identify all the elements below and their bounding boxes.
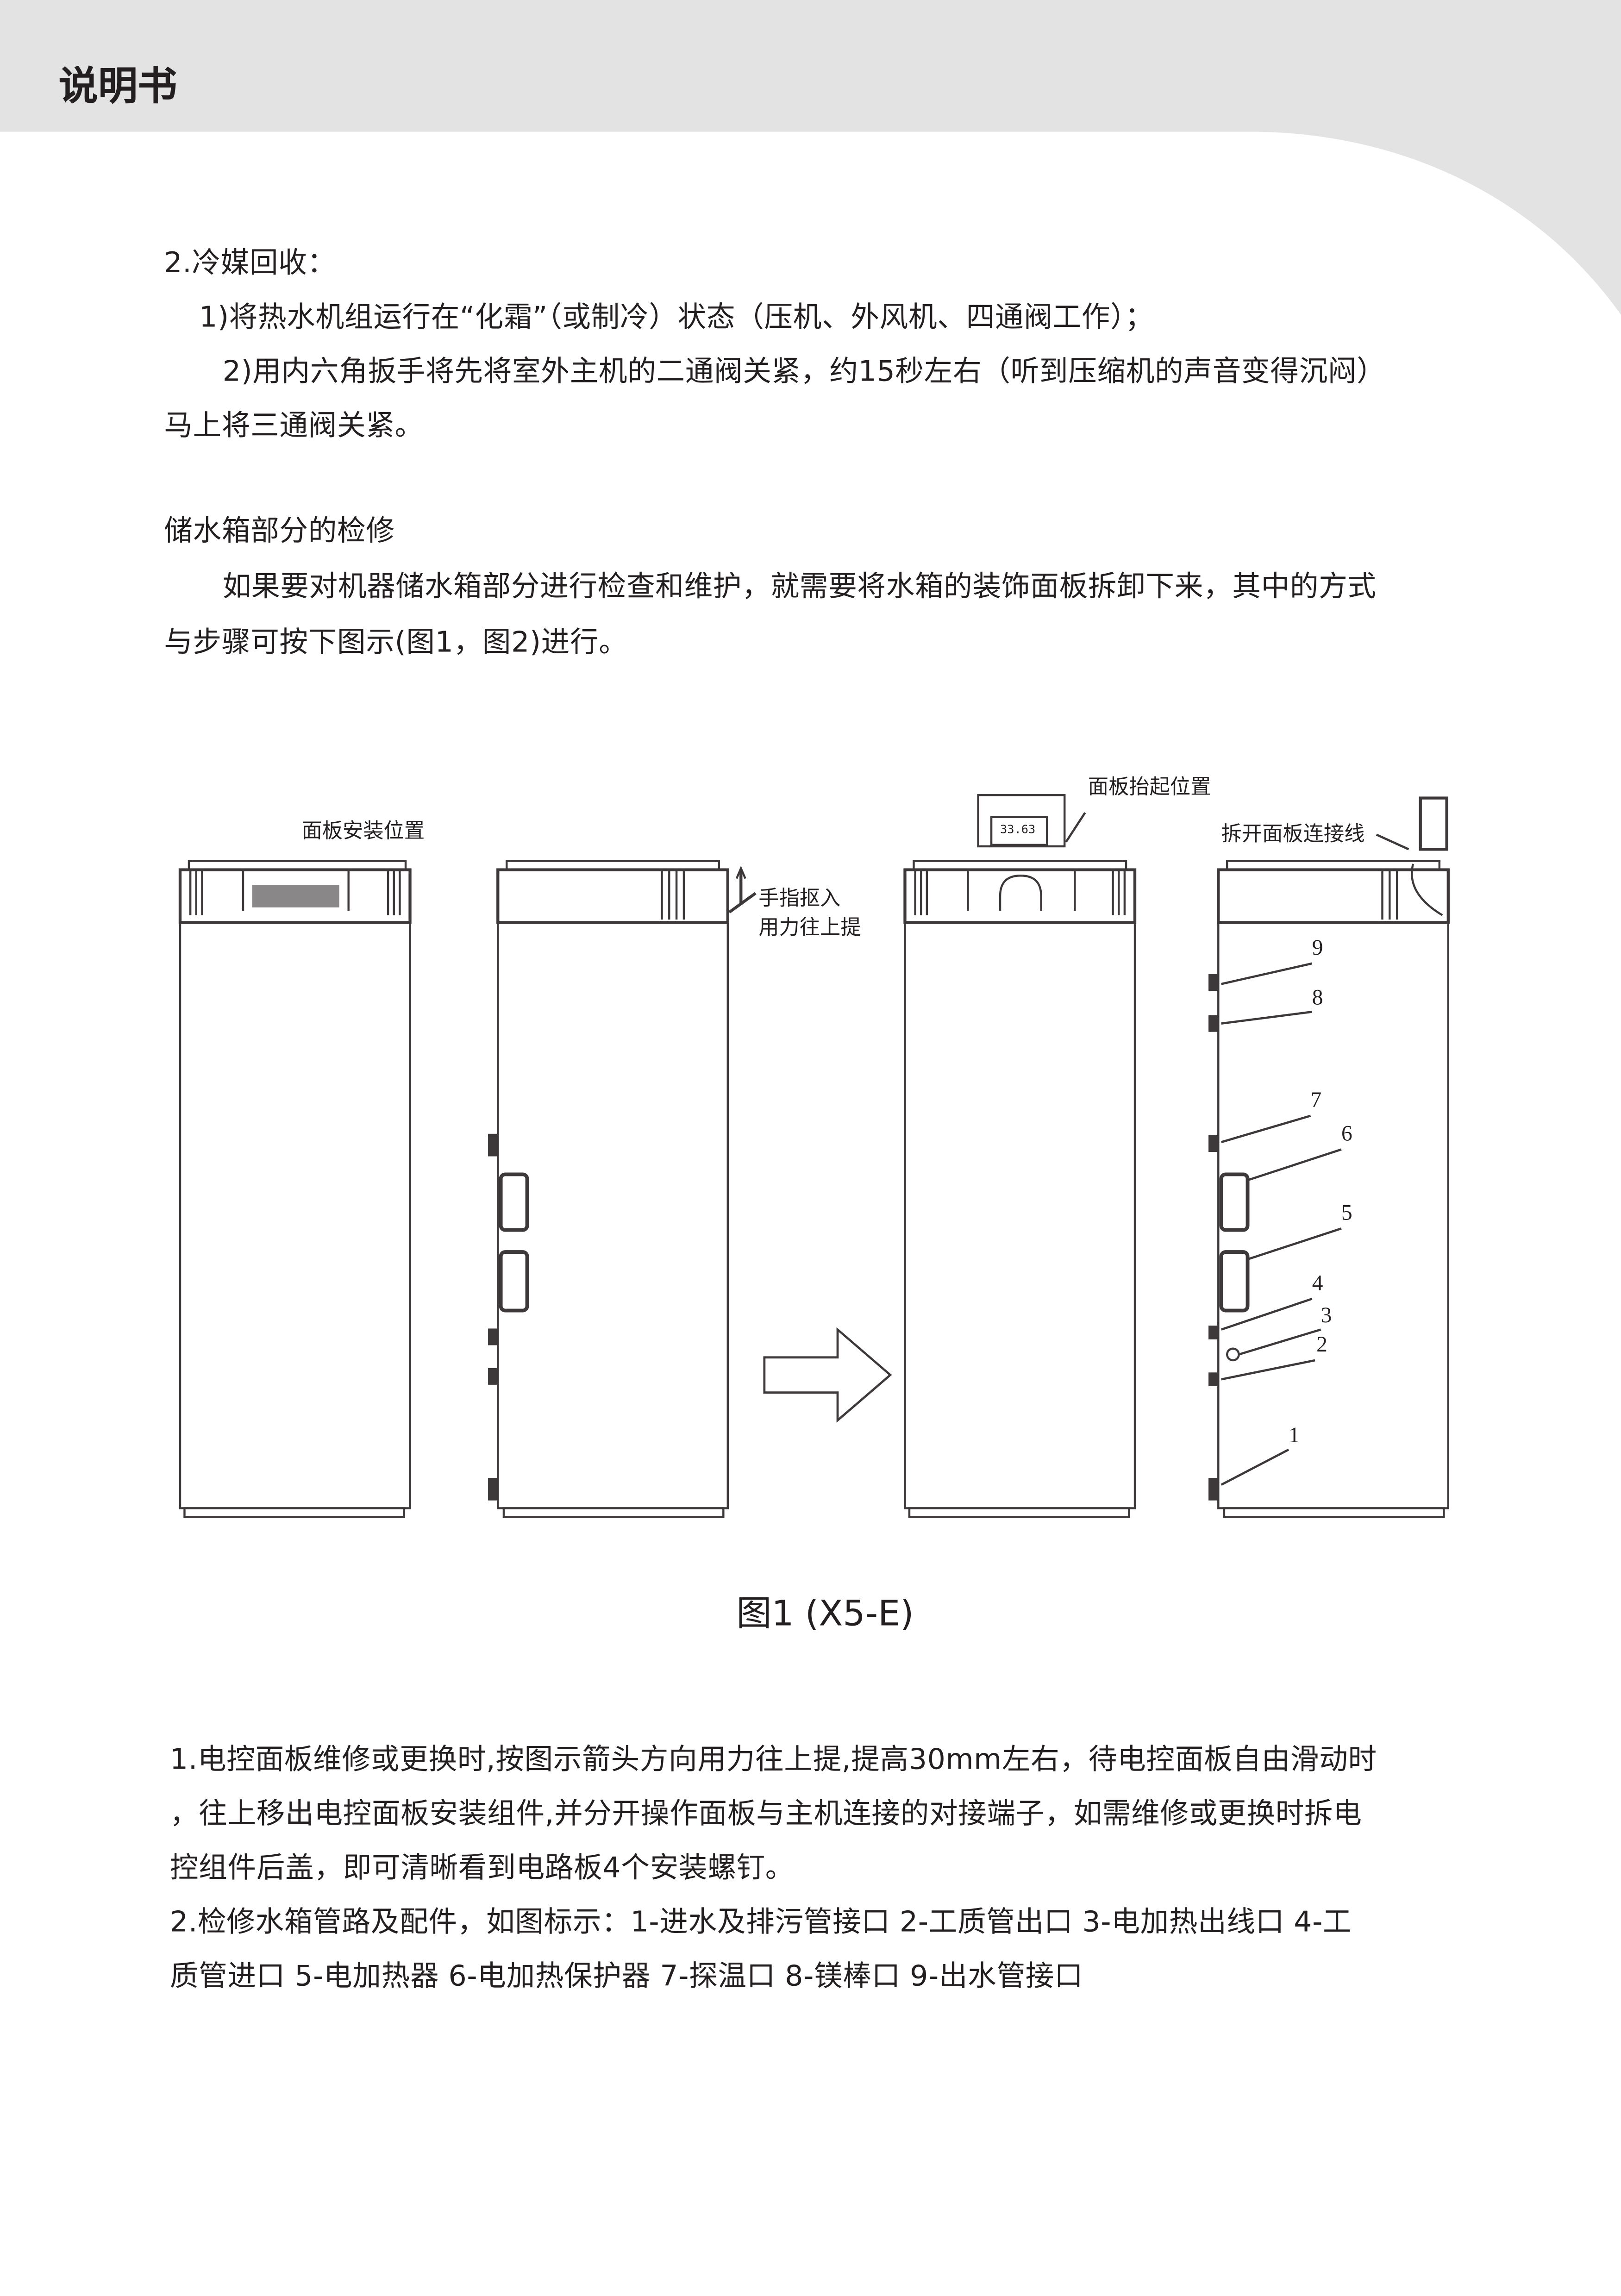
label-lift-up: 用力往上提 [758, 916, 861, 940]
part-number: 8 [1312, 987, 1323, 1011]
paragraph-line: 如果要对机器储水箱部分进行检查和维护，就需要将水箱的装饰面板拆卸下来，其中的方式 [222, 569, 1377, 603]
note-line: 质管进口 5-电加热器 6-电加热保护器 7-探温口 8-镁棒口 9-出水管接口 [169, 1959, 1083, 1993]
part-number: 4 [1312, 1272, 1323, 1296]
label-panel-install: 面板安装位置 [301, 820, 425, 844]
unit-side-numbered [1208, 796, 1450, 1518]
figure-caption: 图1 (X5-E) [736, 1593, 914, 1634]
header-band [0, 0, 1621, 315]
paragraph-line: 与步骤可按下图示(图1，图2)进行。 [164, 625, 628, 659]
transition-arrow [763, 1327, 892, 1423]
header-title: 说明书 [58, 64, 177, 110]
part-number: 1 [1289, 1425, 1300, 1448]
part-number: 7 [1310, 1089, 1322, 1113]
note-line: 2.检修水箱管路及配件，如图标示：1-进水及排污管接口 2-工质管出口 3-电加… [169, 1905, 1352, 1939]
note-line: 1.电控面板维修或更换时,按图示箭头方向用力往上提,提高30mm左右，待电控面板… [169, 1742, 1377, 1777]
part-number: 2 [1316, 1334, 1327, 1358]
label-finger-in: 手指抠入 [758, 887, 841, 911]
section-heading-refrigerant: 2.冷媒回收： [164, 246, 336, 280]
part-number: 5 [1341, 1202, 1352, 1226]
label-disconnect: 拆开面板连接线 [1221, 823, 1365, 846]
part-number: 9 [1312, 937, 1323, 961]
note-line: ，往上移出电控面板安装组件,并分开操作面板与主机连接的对接端子，如需维修或更换时… [169, 1796, 1362, 1831]
note-line: 控组件后盖，即可清晰看到电路板4个安装螺钉。 [169, 1851, 795, 1885]
label-panel-lift: 面板抬起位置 [1088, 776, 1211, 800]
paragraph-line: 1)将热水机组运行在“化霜”（或制冷）状态（压机、外风机、四通阀工作）； [199, 300, 1154, 334]
paragraph-line: 2)用内六角扳手将先将室外主机的二通阀关紧，约15秒左右（听到压缩机的声音变得沉… [222, 354, 1386, 388]
section-heading-tank: 储水箱部分的检修 [164, 514, 395, 548]
part-number: 6 [1341, 1123, 1352, 1147]
part-number: 3 [1321, 1304, 1332, 1328]
panel-display-value: 33.63 [1000, 823, 1036, 836]
unit-front-with-panel [178, 860, 412, 1518]
unit-front-panel-lifted [903, 794, 1137, 1518]
unit-side-view [488, 860, 757, 1518]
paragraph-line: 马上将三通阀关紧。 [164, 408, 424, 443]
